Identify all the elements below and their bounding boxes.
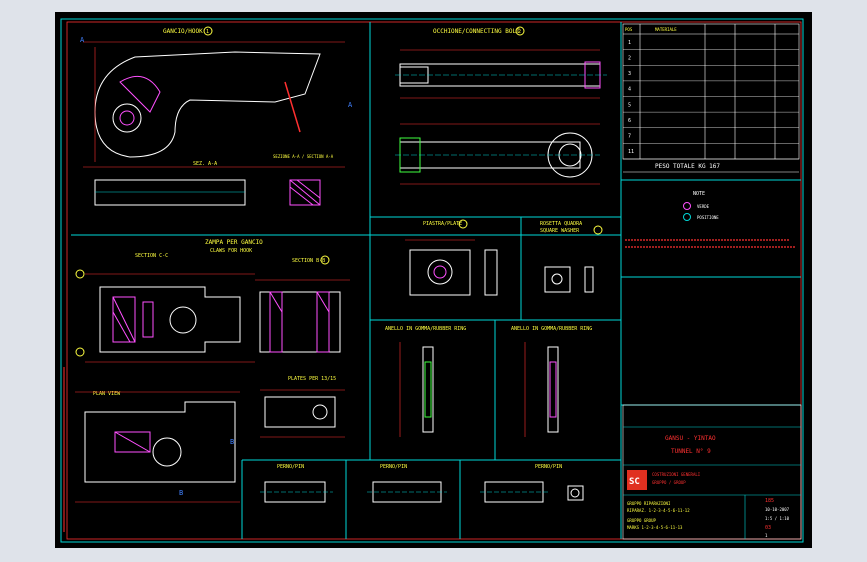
pin2-title: PERNO/PIN xyxy=(380,464,407,470)
plate-shape xyxy=(264,396,336,428)
group-row1: RIPARAZ. 1-2-3-4-5-6-11-12 xyxy=(627,508,690,513)
bom-position-number: 5 xyxy=(628,102,631,108)
balloon-2 xyxy=(515,26,525,36)
note-title: NOTE xyxy=(693,191,705,197)
drawing-scale: 1:5 / 1:10 xyxy=(765,516,790,521)
revision: 03 xyxy=(765,525,771,531)
bom-header-pos: POS xyxy=(625,27,633,32)
claws-view[interactable]: ZAMPA PER GANCIO CLAWS FOR HOOK SECTION … xyxy=(75,239,350,363)
drawing-date: 10-10-2007 xyxy=(765,507,790,512)
plates-title: PLATES PER 13/15 xyxy=(288,376,336,382)
plan-outline xyxy=(84,401,236,483)
project-line2: TUNNEL N° 9 xyxy=(671,448,711,455)
svg-text:B: B xyxy=(230,438,234,446)
group-label2: GRUPPO GROUP xyxy=(627,518,656,523)
view-marker-a: A xyxy=(80,36,85,44)
bom-rows: 1 2 3 4 5 6 7 11 xyxy=(623,40,799,160)
plan-view[interactable]: PLAN VIEW B B PLATES PER 13/15 xyxy=(75,376,345,503)
bom-position-number: 6 xyxy=(628,118,631,124)
hook-title: GANCIO/HOOK xyxy=(163,28,203,35)
plate-outline xyxy=(409,249,471,296)
company-logo xyxy=(627,470,647,490)
note-item2: POSITIONE xyxy=(697,215,719,220)
balloon-1 xyxy=(203,26,213,36)
pin1-title: PERNO/PIN xyxy=(277,464,304,470)
drawing-canvas[interactable]: GANCIO/HOOK 1 A A SEZ. A-A SEZIONE A-A /… xyxy=(55,12,812,548)
bolt-title: OCCHIONE/CONNECTING BOLT xyxy=(433,28,520,35)
company-line2: GRUPPO / GROUP xyxy=(652,480,686,485)
group-row2: MARKS 1-2-3-4-5-6-11-13 xyxy=(627,525,683,530)
pin3-title: PERNO/PIN xyxy=(535,464,562,470)
bom-position-number: 3 xyxy=(628,71,631,77)
hook-section-hatch xyxy=(289,179,321,206)
section-aa-label: SEZ. A-A xyxy=(193,161,217,167)
page-number: 1 xyxy=(765,533,768,538)
section-cc-label: SECTION C-C xyxy=(135,253,168,259)
anello1-title: ANELLO IN GOMMA/RUBBER RING xyxy=(385,326,466,332)
bolt-view[interactable]: OCCHIONE/CONNECTING BOLT 2 xyxy=(395,26,607,185)
claws-title: ZAMPA PER GANCIO xyxy=(205,239,263,246)
bom-table[interactable]: POS MATERIALE 1 2 3 4 5 6 7 11 PESO TOTALE KG 1… xyxy=(622,23,800,173)
claws-subtitle: CLAWS FOR HOOK xyxy=(210,248,252,254)
plan-title: PLAN VIEW xyxy=(93,391,121,397)
section-bb-label: SECTION B-B xyxy=(292,258,325,264)
section-ad-label: SEZIONE A-A / SECTION A-A xyxy=(273,154,334,159)
plate-view[interactable]: PIASTRA/PLATE ROSETTA QUADRA SQUARE WASH… xyxy=(405,219,603,296)
drawing-frame xyxy=(60,18,804,543)
group-label1: GRUPPO RIPARAZIONI xyxy=(627,501,671,506)
bom-position-number: 7 xyxy=(628,134,631,140)
view-marker-a2: A xyxy=(348,101,353,109)
sheet-number: 185 xyxy=(765,498,774,504)
piastra-title: PIASTRA/PLATE xyxy=(423,221,462,227)
pins[interactable]: PERNO/PIN PERNO/PIN PERNO/PIN xyxy=(260,464,584,503)
rubber-rings[interactable]: ANELLO IN GOMMA/RUBBER RING ANELLO IN GO… xyxy=(385,326,592,437)
washer-outline xyxy=(544,266,571,293)
notes[interactable]: NOTE VERDE POSITIONE xyxy=(625,191,795,248)
rosetta-subtitle: SQUARE WASHER xyxy=(540,228,580,234)
svg-text:B: B xyxy=(179,489,183,497)
title-block[interactable]: GANSU - YINTAO TUNNEL N° 9 SC COSTRUZION… xyxy=(622,404,802,540)
section-bb-outline xyxy=(259,291,341,353)
total-weight: PESO TOTALE KG 167 xyxy=(655,163,720,170)
company-line1: COSTRUZIONI GENERALI xyxy=(652,472,701,477)
rosetta-title: ROSETTA QUADRA xyxy=(540,221,582,227)
anello2-title: ANELLO IN GOMMA/RUBBER RING xyxy=(511,326,592,332)
bom-position-number: 1 xyxy=(628,40,631,46)
ring2-section xyxy=(547,346,559,433)
hook-section-rect xyxy=(94,179,246,206)
bom-position-number: 11 xyxy=(628,149,634,155)
sheet-background xyxy=(55,12,812,548)
project-line1: GANSU - YINTAO xyxy=(665,435,716,442)
balloon-1-label: 1 xyxy=(206,29,209,35)
note-item1: VERDE xyxy=(697,204,710,209)
hook-bore xyxy=(112,103,142,133)
bom-position-number: 4 xyxy=(628,87,631,93)
hook-bore-inner xyxy=(119,110,135,126)
ring1-section xyxy=(422,346,434,433)
bom-header-desc: MATERIALE xyxy=(655,27,677,32)
claws-outline xyxy=(99,286,241,353)
hook-view[interactable]: GANCIO/HOOK 1 A A SEZ. A-A SEZIONE A-A /… xyxy=(80,26,353,206)
company-logo-mark: SC xyxy=(629,477,640,487)
bom-position-number: 2 xyxy=(628,55,631,61)
hook-hatch xyxy=(119,75,161,113)
hook-outline xyxy=(94,51,321,158)
balloon-2-label: 2 xyxy=(518,29,521,35)
